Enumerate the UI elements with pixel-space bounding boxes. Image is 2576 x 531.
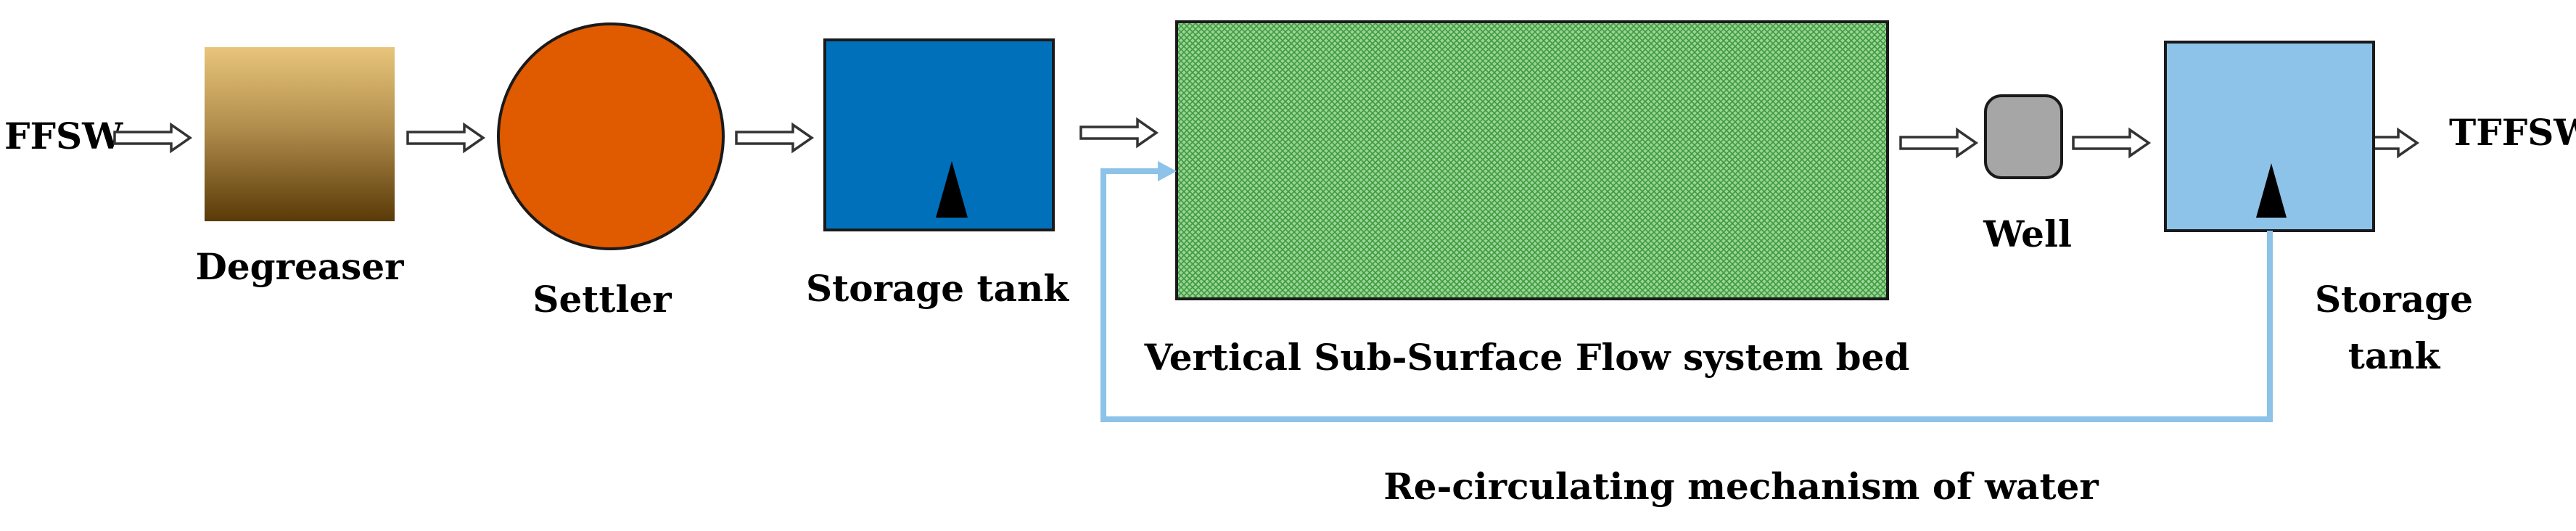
degreaser-box — [205, 47, 395, 221]
flow-arrow-degreaser-settler — [406, 123, 485, 152]
pump-marker-icon — [936, 161, 968, 218]
output-label: TFFSW — [2449, 111, 2576, 154]
well-label: Well — [1983, 213, 2072, 255]
flow-arrow-bed-well — [1899, 128, 1978, 157]
pump-marker-icon — [2256, 163, 2287, 218]
recirculation-label: Re-circulating mechanism of water — [1383, 465, 2099, 508]
storage-tank-1-label: Storage tank — [806, 267, 1069, 310]
recirculation-arrowhead-icon — [1158, 161, 1177, 181]
flow-arrow-settler-storage — [735, 123, 813, 152]
storage-tank-1-box — [823, 38, 1055, 231]
settler-circle — [497, 22, 725, 250]
recirculation-line — [1100, 168, 2273, 422]
vssf-bed-label: Vertical Sub-Surface Flow system bed — [1144, 336, 1910, 379]
flow-arrow-input — [113, 123, 192, 152]
storage-tank-2-label-line2: tank — [2348, 334, 2441, 377]
storage-tank-2-label-line1: Storage — [2315, 278, 2473, 321]
input-label: FFSW — [4, 115, 123, 157]
degreaser-label: Degreaser — [196, 245, 405, 288]
settler-label: Settler — [532, 278, 672, 321]
flow-arrow-storage-bed — [1079, 118, 1158, 147]
vssf-bed-box — [1175, 20, 1889, 300]
flow-arrow-well-storage — [2072, 128, 2150, 157]
well-box — [1984, 94, 2063, 179]
